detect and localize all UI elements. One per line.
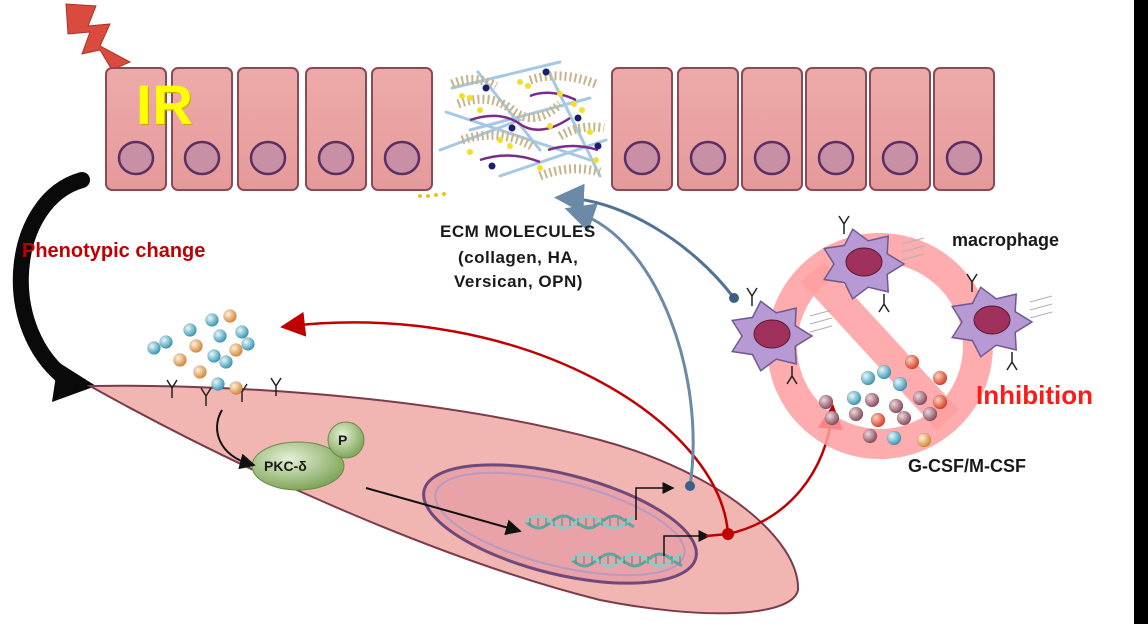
bead <box>870 412 886 428</box>
csf-molecules <box>818 354 948 448</box>
transcription-arrows <box>635 482 711 556</box>
epithelial-cell <box>805 67 867 191</box>
bead <box>241 337 255 351</box>
bead <box>886 430 902 446</box>
bead <box>824 410 840 426</box>
bead <box>932 394 948 410</box>
epithelial-cell <box>371 67 433 191</box>
pkc-activation-arrow <box>216 409 256 470</box>
epithelial-cell <box>611 67 673 191</box>
bead <box>223 309 237 323</box>
bead <box>229 381 243 395</box>
bead <box>862 428 878 444</box>
bead <box>932 370 948 386</box>
epithelial-cells-left <box>105 67 433 191</box>
pkc-delta-label: PKC-δ <box>264 458 307 474</box>
bead <box>818 394 834 410</box>
ir-label: IR <box>136 73 194 136</box>
bead <box>876 364 892 380</box>
receptor-icon <box>270 377 282 396</box>
receptor-icon <box>746 287 758 306</box>
epithelial-cell <box>869 67 931 191</box>
phenotypic-change-label: Phenotypic change <box>22 240 206 262</box>
epithelial-cell <box>237 67 299 191</box>
ecm-molecules-list-line2: Versican, OPN) <box>454 272 583 291</box>
bead <box>846 390 862 406</box>
ecm-molecules-list-line1: (collagen, HA, <box>458 248 579 267</box>
bead <box>147 341 161 355</box>
bead <box>848 406 864 422</box>
epithelial-cell <box>105 67 167 191</box>
epithelial-cells-right <box>611 67 995 191</box>
fibroblast-nucleus <box>422 463 698 585</box>
macrophage-icon <box>822 215 925 313</box>
epithelial-cell <box>677 67 739 191</box>
blue-ecm-arrows <box>554 183 739 491</box>
secreted-molecules <box>147 309 255 395</box>
bead <box>892 376 908 392</box>
macrophage-icon <box>730 287 833 385</box>
phenotypic-change-arrow <box>12 172 96 402</box>
bead <box>922 406 938 422</box>
epithelial-cell <box>933 67 995 191</box>
dna-helix-icon <box>525 514 635 530</box>
epithelial-cell <box>171 67 233 191</box>
receptor-icon <box>966 273 978 292</box>
bead <box>864 392 880 408</box>
epithelial-cell <box>305 67 367 191</box>
bead <box>211 377 225 391</box>
bead <box>888 398 904 414</box>
bead <box>235 325 249 339</box>
bead <box>904 354 920 370</box>
macrophage-label: macrophage <box>952 230 1060 250</box>
csf-label: G-CSF/M-CSF <box>908 456 1026 476</box>
phospho-label: P <box>338 432 348 448</box>
bead <box>189 339 203 353</box>
right-edge-bar <box>1134 0 1148 624</box>
epithelial-cell <box>741 67 803 191</box>
bead <box>219 355 233 369</box>
bead <box>173 353 187 367</box>
bead <box>916 432 932 448</box>
receptor-icon <box>786 366 798 385</box>
receptor-icon <box>200 387 212 406</box>
ecm-molecules-label: ECM MOLECULES <box>440 222 596 241</box>
bead <box>896 410 912 426</box>
pkc-to-nucleus-arrow <box>365 487 522 536</box>
bead <box>159 335 173 349</box>
receptor-icon <box>838 215 850 234</box>
bead <box>207 349 221 363</box>
bead <box>860 370 876 386</box>
inhibition-label: Inhibition <box>976 380 1093 410</box>
receptor-icon <box>166 379 178 398</box>
bead <box>205 313 219 327</box>
ecm-molecules-cluster <box>418 60 608 198</box>
bead <box>229 343 243 357</box>
macrophage-icon <box>950 273 1053 371</box>
pkc-delta-complex <box>251 421 365 491</box>
lightning-icon <box>65 3 132 71</box>
receptor-icon <box>878 294 890 313</box>
bead <box>193 365 207 379</box>
bead <box>912 390 928 406</box>
receptor-icon <box>1006 352 1018 371</box>
bead <box>183 323 197 337</box>
bead <box>213 329 227 343</box>
